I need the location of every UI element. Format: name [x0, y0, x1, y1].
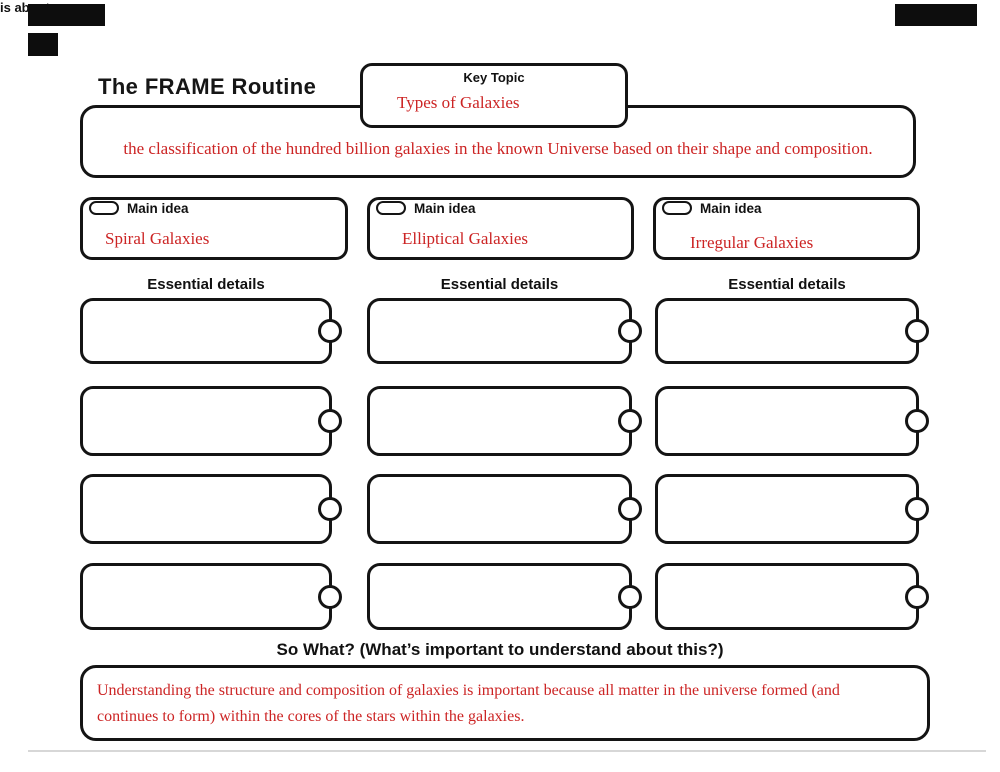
main-idea-box: Main idea Irregular Galaxies [653, 197, 920, 260]
essential-detail-box[interactable] [655, 474, 929, 544]
essential-detail-box[interactable] [367, 563, 642, 630]
essential-detail-box[interactable] [80, 386, 342, 456]
scan-mark [895, 4, 977, 26]
key-topic-value[interactable]: Types of Galaxies [397, 93, 520, 112]
essential-detail-box[interactable] [655, 298, 929, 364]
essential-detail-box[interactable] [655, 563, 929, 630]
essential-detail-box[interactable] [367, 298, 642, 364]
main-idea-box: Main idea Elliptical Galaxies [367, 197, 634, 260]
essential-detail-box[interactable] [367, 386, 642, 456]
so-what-box: Understanding the structure and composit… [80, 665, 930, 741]
main-idea-value[interactable]: Irregular Galaxies [690, 233, 814, 252]
oval-bullet-icon [89, 201, 119, 215]
essential-detail-box[interactable] [80, 474, 342, 544]
main-idea-label: Main idea [700, 201, 762, 216]
essential-detail-box[interactable] [80, 298, 342, 364]
essential-details-header: Essential details [147, 276, 265, 293]
page-title: The FRAME Routine [98, 74, 317, 99]
essential-details-header: Essential details [440, 276, 559, 293]
essential-detail-box[interactable] [80, 563, 342, 630]
main-idea-box: Main idea Spiral Galaxies [80, 197, 348, 260]
main-idea-value[interactable]: Elliptical Galaxies [402, 229, 529, 248]
connector-circle-icon [618, 584, 642, 609]
so-what-heading: So What? (What’s important to understand… [276, 640, 724, 659]
so-what-value-line[interactable]: Understanding the structure and composit… [97, 682, 840, 699]
essential-detail-box[interactable] [655, 386, 929, 456]
main-idea-label: Main idea [414, 201, 476, 216]
main-idea-label: Main idea [127, 201, 189, 216]
connector-circle-icon [318, 409, 342, 433]
connector-circle-icon [618, 409, 642, 433]
connector-circle-icon [905, 497, 929, 521]
connector-circle-icon [905, 584, 929, 609]
connector-circle-icon [318, 584, 342, 609]
oval-bullet-icon [376, 201, 406, 215]
connector-circle-icon [618, 319, 642, 343]
is-about-value[interactable]: the classification of the hundred billio… [123, 139, 873, 158]
main-idea-value[interactable]: Spiral Galaxies [105, 229, 210, 248]
key-topic-label: Key Topic [463, 70, 525, 85]
page-bottom-divider [28, 750, 986, 752]
essential-detail-box[interactable] [367, 474, 642, 544]
so-what-value-line[interactable]: continues to form) within the cores of t… [97, 708, 525, 725]
connector-circle-icon [905, 409, 929, 433]
essential-details-header: Essential details [728, 276, 846, 293]
connector-circle-icon [905, 319, 929, 343]
connector-circle-icon [618, 497, 642, 521]
connector-circle-icon [318, 497, 342, 521]
is-about-label: is about... [0, 0, 61, 15]
scan-mark [28, 4, 105, 26]
scan-mark [28, 33, 58, 56]
connector-circle-icon [318, 319, 342, 343]
oval-bullet-icon [662, 201, 692, 215]
key-topic-box: Key Topic Types of Galaxies [360, 63, 628, 128]
